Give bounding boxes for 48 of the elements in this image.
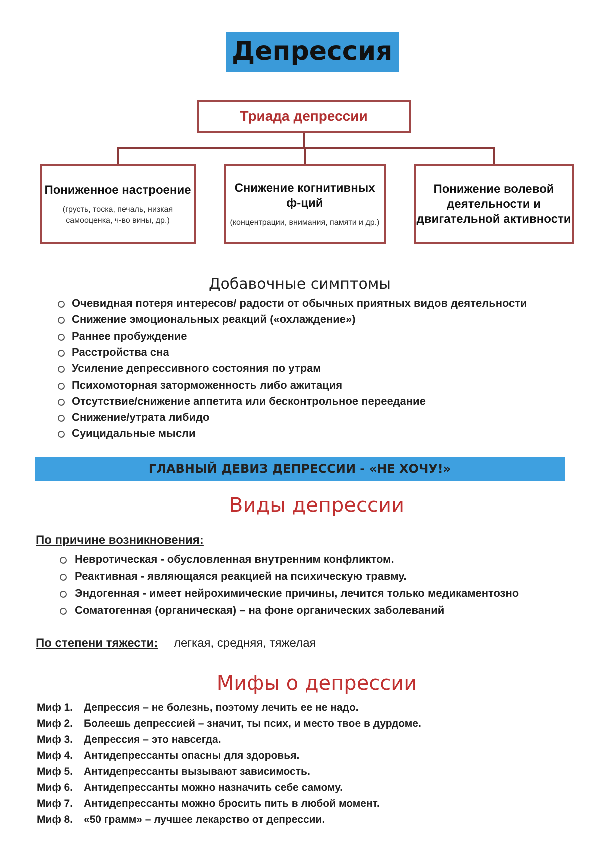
node-title: Понижение волевой деятельности и двигательной активности [416,182,572,226]
myth-text: «50 грамм» – лучшее лекарство от депрессии. [84,813,326,827]
section-heading: Виды депрессии [230,492,404,518]
myth-text: Депрессия – не болезнь, поэтому лечить ее не надо. [84,701,359,715]
list-item: Усиление депрессивного состояния по утрам [72,362,322,376]
myth-number: Миф 6. [37,781,74,795]
myth-number: Миф 5. [37,765,74,779]
severity-text: легкая, средняя, тяжелая [174,636,316,650]
list-item: Раннее пробуждение [72,330,188,344]
myth-text: Депрессия – это навсегда. [84,733,222,747]
list-item: Суицидальные мысли [72,427,196,442]
myth-text: Болеешь депрессией – значит, ты псих, и место твое в дурдоме. [84,717,422,731]
myth-text: Антидепрессанты вызывают зависимость. [84,765,310,779]
subheading: По причине возникновения: [36,533,204,547]
page-title: Депрессия [226,32,399,72]
list-item: Отсутствие/снижение аппетита или бесконтрольное переедание [72,394,426,409]
list-item: Эндогенная - имеет нейрохимические причины, лечится только медикаментозно [75,587,520,601]
myth-text: Антидепрессанты можно назначить себе самому. [84,781,343,795]
heading-box [197,100,411,133]
node-title: ГЛАВНЫЙ ДЕВИЗ ДЕПРЕССИИ - «НЕ ХОЧУ!» [148,462,452,476]
myth-number: Миф 7. [37,797,74,811]
motto-banner [35,457,565,481]
myth-text: Антидепрессанты опасны для здоровья. [84,749,300,763]
myth-number: Миф 4. [37,749,74,763]
list-item: Невротическая - обусловленная внутренним конфликтом. [75,553,394,567]
list-item: Реактивная - являющаяся реакцией на психическую травму. [75,570,407,584]
list-item: Очевидная потеря интересов/ радости от обычных приятных видов деятельности [72,297,528,311]
myth-text: Антидепрессанты можно бросить пить в любой момент. [84,797,380,811]
node-title: Триада депрессии [240,108,368,125]
section-heading: Мифы о депрессии [216,670,418,696]
myth-number: Миф 8. [37,813,74,827]
node-title: Снижение когнитивных ф-ций [234,180,376,210]
myth-number: Миф 1. [37,701,74,715]
node-title: Пониженное настроение [44,182,192,198]
list-item: Расстройства сна [72,346,170,360]
list-item: Соматогенная (органическая) – на фоне органических заболеваний [75,604,445,618]
section-heading: Добавочные симптомы [208,274,392,294]
category-box [40,164,196,244]
myth-number: Миф 2. [37,717,74,731]
category-box [414,164,574,244]
myth-number: Миф 3. [37,733,74,747]
node-note: (концентрации, внимания, памяти и др.) [230,216,380,228]
list-item: Снижение/утрата либидо [72,411,210,426]
subheading: По степени тяжести: [36,636,158,650]
category-box [224,164,386,244]
list-item: Психомоторная заторможенность либо ажитация [72,378,343,392]
list-item: Снижение эмоциональных реакций («охлаждение») [72,313,356,328]
node-note: (грусть, тоска, печаль, низкая самооценка, ч-во вины, др.) [62,204,174,226]
